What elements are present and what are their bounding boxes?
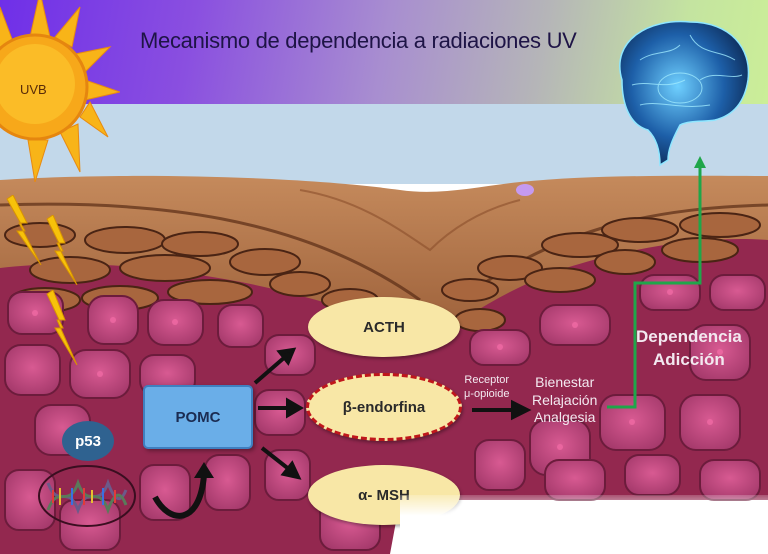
lightning-bolt-icon xyxy=(6,195,42,265)
beta-endorfina-node: β-endorfina xyxy=(306,373,462,441)
effect-item: Relajación xyxy=(532,391,598,408)
pathway-line xyxy=(607,156,706,409)
melanocyte-cell xyxy=(516,184,534,196)
effect-item: Analgesia xyxy=(533,409,596,425)
effects-list: Bienestar Relajación Analgesia xyxy=(532,374,597,427)
receptor-label: Receptor μ-opioide xyxy=(464,374,509,402)
bottom-white-fade xyxy=(400,495,768,554)
receptor-line-2: μ-opioide xyxy=(464,387,510,400)
p53-node: p53 xyxy=(62,421,114,461)
arrow-icon xyxy=(253,347,532,480)
dna-icon xyxy=(38,465,136,527)
receptor-line-1: Receptor xyxy=(464,374,510,386)
curved-arrow-icon xyxy=(152,462,214,519)
brain-icon xyxy=(619,20,750,167)
outcome-adiccion: Adicción xyxy=(653,349,725,369)
outcome-dependencia: Dependencia xyxy=(636,327,742,346)
sun-label: UVB xyxy=(20,82,47,97)
lightning-bolt-icon xyxy=(46,215,78,285)
page-title: Mecanismo de dependencia a radiaciones U… xyxy=(140,28,577,53)
pomc-box: POMC xyxy=(143,385,253,449)
acth-node: ACTH xyxy=(308,297,460,357)
outcome-label: Dependencia Adicción xyxy=(636,326,742,372)
effect-item: Bienestar xyxy=(535,374,595,390)
lightning-bolt-icon xyxy=(46,290,78,365)
sun-icon xyxy=(0,0,120,182)
